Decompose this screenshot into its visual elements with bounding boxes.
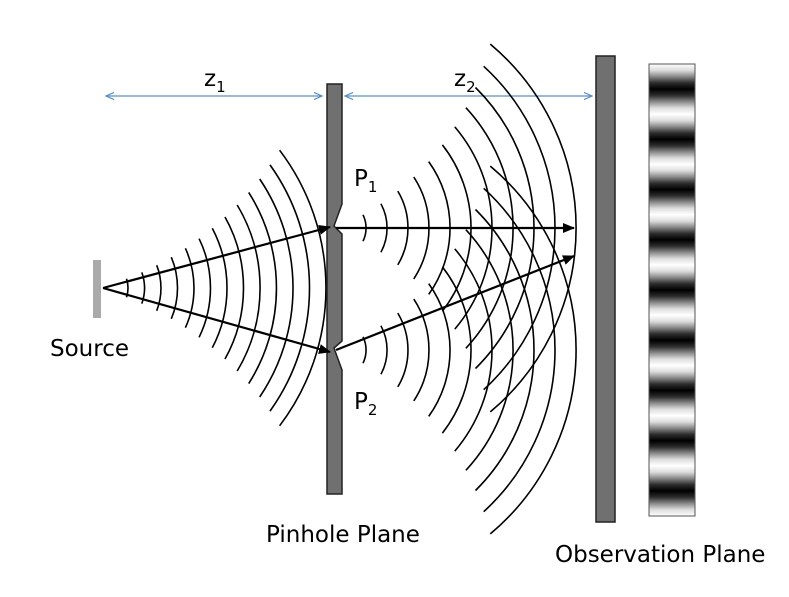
p2-wavefront — [397, 312, 409, 388]
p2-wavefront — [380, 325, 388, 375]
ray-p2-to-screen — [335, 254, 575, 352]
source-wavefront — [236, 204, 261, 372]
source-wavefront — [248, 191, 278, 385]
ray-source-to-p1 — [102, 225, 331, 290]
source-emitter — [93, 260, 101, 318]
source-wavefront — [269, 164, 311, 412]
p2-wavefront — [441, 266, 472, 434]
source-wavefront — [170, 256, 179, 320]
z1-label: z1 — [204, 66, 226, 96]
p2-wavefront — [428, 283, 451, 417]
source-wavefront — [141, 272, 146, 304]
p1-wavefront — [489, 43, 577, 413]
source-wavefront — [278, 149, 327, 427]
p2-wavefront — [483, 187, 556, 513]
p2-wavefront — [489, 165, 577, 535]
p2-label: P2 — [354, 389, 377, 419]
observation-plate — [595, 55, 616, 523]
source-wavefronts — [125, 149, 327, 427]
p2-wavefront — [413, 298, 430, 402]
source-label: Source — [50, 336, 129, 362]
source-wavefront — [184, 247, 195, 329]
p2-wavefront — [474, 208, 535, 492]
source-wavefront — [259, 178, 294, 398]
source-wavefront — [155, 264, 162, 312]
source-wavefront — [211, 227, 228, 349]
source-wavefront — [224, 216, 245, 360]
p2-wavefronts — [362, 165, 577, 535]
p2-wavefront — [465, 229, 514, 471]
pinhole-plate — [326, 83, 343, 495]
p1-label: P1 — [354, 166, 377, 196]
observation-plane-label: Observation Plane — [555, 542, 765, 568]
source-wavefront — [125, 278, 129, 298]
source-wavefront — [198, 238, 212, 338]
fringe-pattern — [648, 63, 696, 517]
ray-source-to-p2 — [102, 286, 331, 354]
pinhole-plane-label: Pinhole Plane — [266, 522, 420, 548]
z2-label: z2 — [454, 66, 476, 96]
p2-wavefront — [454, 248, 493, 452]
p2-wavefront — [362, 336, 367, 364]
